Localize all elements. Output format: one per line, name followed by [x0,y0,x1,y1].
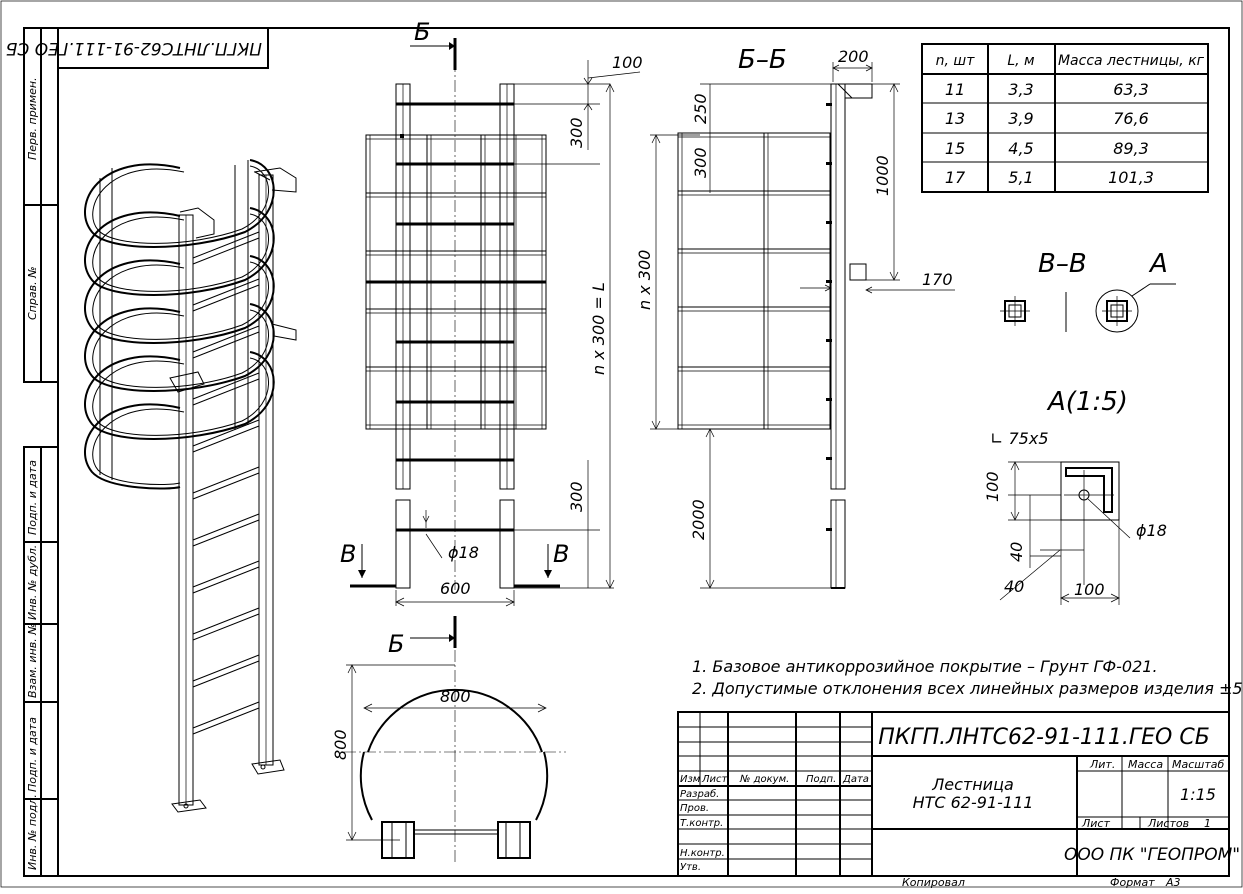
dim-2000: 2000 [689,499,708,540]
tb-name-2: НТС 62-91-111 [913,793,1034,812]
strip-label-podl: Инв. № подл. [26,794,39,870]
section-bb-label: Б–Б [738,45,787,75]
mass-table: n, шт L, м Масса лестницы, кг 11 3,3 63,… [921,43,1209,193]
dim-300-bottom: 300 [567,481,586,512]
tb-scale: 1:15 [1180,785,1216,804]
table-cell: 3,9 [1008,109,1033,128]
front-view: Б [340,18,643,607]
strip-label-podp1: Подп. и дата [26,460,39,535]
table-header-mass: Масса лестницы, кг [1058,53,1205,69]
notes: 1. Базовое антикоррозийное покрытие – Гр… [692,657,1243,698]
tb-masshtab: Масштаб [1172,758,1224,771]
dim-nx300: n x 300 [635,250,654,310]
tb-utv: Утв. [680,862,701,873]
dim-250: 250 [691,93,710,124]
table-cell: 101,3 [1108,168,1154,187]
tb-nkontr: Н.контр. [680,848,725,859]
plan-dim-800-v: 800 [331,729,350,760]
detail-a: А(1:5) ∟ 75х5 100 40 100 40 ϕ18 [983,387,1167,605]
dim-200: 200 [838,47,869,66]
table-cell: 63,3 [1113,80,1149,99]
view-a-label: А [1148,249,1168,279]
tb-prov: Пров. [680,803,709,814]
footer-format-val: А3 [1165,876,1181,889]
note-1: 1. Базовое антикоррозийное покрытие – Гр… [692,657,1158,676]
section-mark-b-top: Б [414,18,430,46]
tb-massa: Масса [1128,758,1163,771]
detail-dim-phi18: ϕ18 [1136,521,1167,540]
table-cell: 89,3 [1113,139,1149,158]
footer-format-label: Формат [1110,876,1155,889]
strip-label-podp2: Подп. и дата [26,717,39,792]
detail-a-label: А(1:5) [1046,387,1128,417]
dim-600: 600 [440,579,471,598]
table-cell: 3,3 [1008,80,1033,99]
mirrored-code-box: ПКГП.ЛНТС62-91-111.ГЕО СБ [6,27,269,69]
tb-col-sign: Подп. [806,774,836,785]
tb-code: ПКГП.ЛНТС62-91-111.ГЕО СБ [878,725,1210,750]
tb-tkontr: Т.контр. [680,818,723,829]
left-strip: Перв. примен. Справ. № Подп. и дата Инв.… [23,27,59,877]
table-cell: 4,5 [1008,139,1033,158]
tb-org: ООО ПК "ГЕОПРОМ" [1064,845,1240,865]
detail-dim-100-v: 100 [983,471,1002,502]
section-mark-b-plan: Б [388,630,404,658]
note-2: 2. Допустимые отклонения всех линейных р… [692,679,1243,698]
view-vv: В–В А [1000,249,1176,333]
plan-view: Б 800 800 [331,616,566,862]
dim-100: 100 [612,53,643,72]
strip-label-vzam: Взам. инв. № [26,623,39,698]
strip-label-sprav: Справ. № [26,266,39,320]
view-vv-label: В–В [1038,249,1087,279]
table-header-n: n, шт [936,53,976,69]
tb-listov-val: 1 [1204,817,1211,830]
tb-col-list: Лист [701,774,729,785]
table-cell: 15 [945,139,965,158]
dim-300-top: 300 [567,117,586,148]
detail-dim-40-v: 40 [1007,542,1026,562]
strip-label-perv: Перв. примен. [26,77,39,160]
dim-300-bb: 300 [691,147,710,178]
footer-kopiroval: Копировал [902,876,965,889]
dim-170: 170 [922,270,953,289]
tb-col-doc: № докум. [739,774,789,785]
dim-1000: 1000 [873,155,892,196]
title-block: ПКГП.ЛНТС62-91-111.ГЕО СБ Лестница НТС 6… [677,711,1240,877]
tb-col-izm: Изм [680,774,701,785]
tb-razrab: Разраб. [680,788,719,800]
tb-lit: Лит. [1089,758,1115,771]
svg-text:ПКГП.ЛНТС62-91-111.ГЕО СБ: ПКГП.ЛНТС62-91-111.ГЕО СБ [6,38,262,58]
tb-name-1: Лестница [931,775,1014,794]
tb-col-date: Дата [842,774,869,785]
section-mark-v-right: В [553,540,569,568]
tb-list: Лист [1081,817,1110,830]
table-cell: 13 [945,109,965,128]
strip-label-dubl: Инв. № дубл. [26,545,39,620]
dim-total: n x 300 = L [589,282,608,375]
dim-phi18-front: ϕ18 [448,543,479,562]
table-cell: 17 [945,168,966,187]
table-cell: 11 [945,80,965,99]
detail-a-angle: ∟ 75х5 [990,429,1049,448]
section-mark-v-left: В [340,540,356,568]
table-cell: 76,6 [1113,109,1149,128]
table-header-l: L, м [1007,53,1035,69]
section-bb: Б–Б [635,45,955,589]
detail-dim-40-d: 40 [1004,577,1024,596]
tb-listov: Листов [1147,817,1189,830]
detail-dim-100-h: 100 [1074,580,1105,599]
isometric-view [84,159,297,813]
table-cell: 5,1 [1008,168,1033,187]
plan-dim-800-h: 800 [440,687,471,706]
